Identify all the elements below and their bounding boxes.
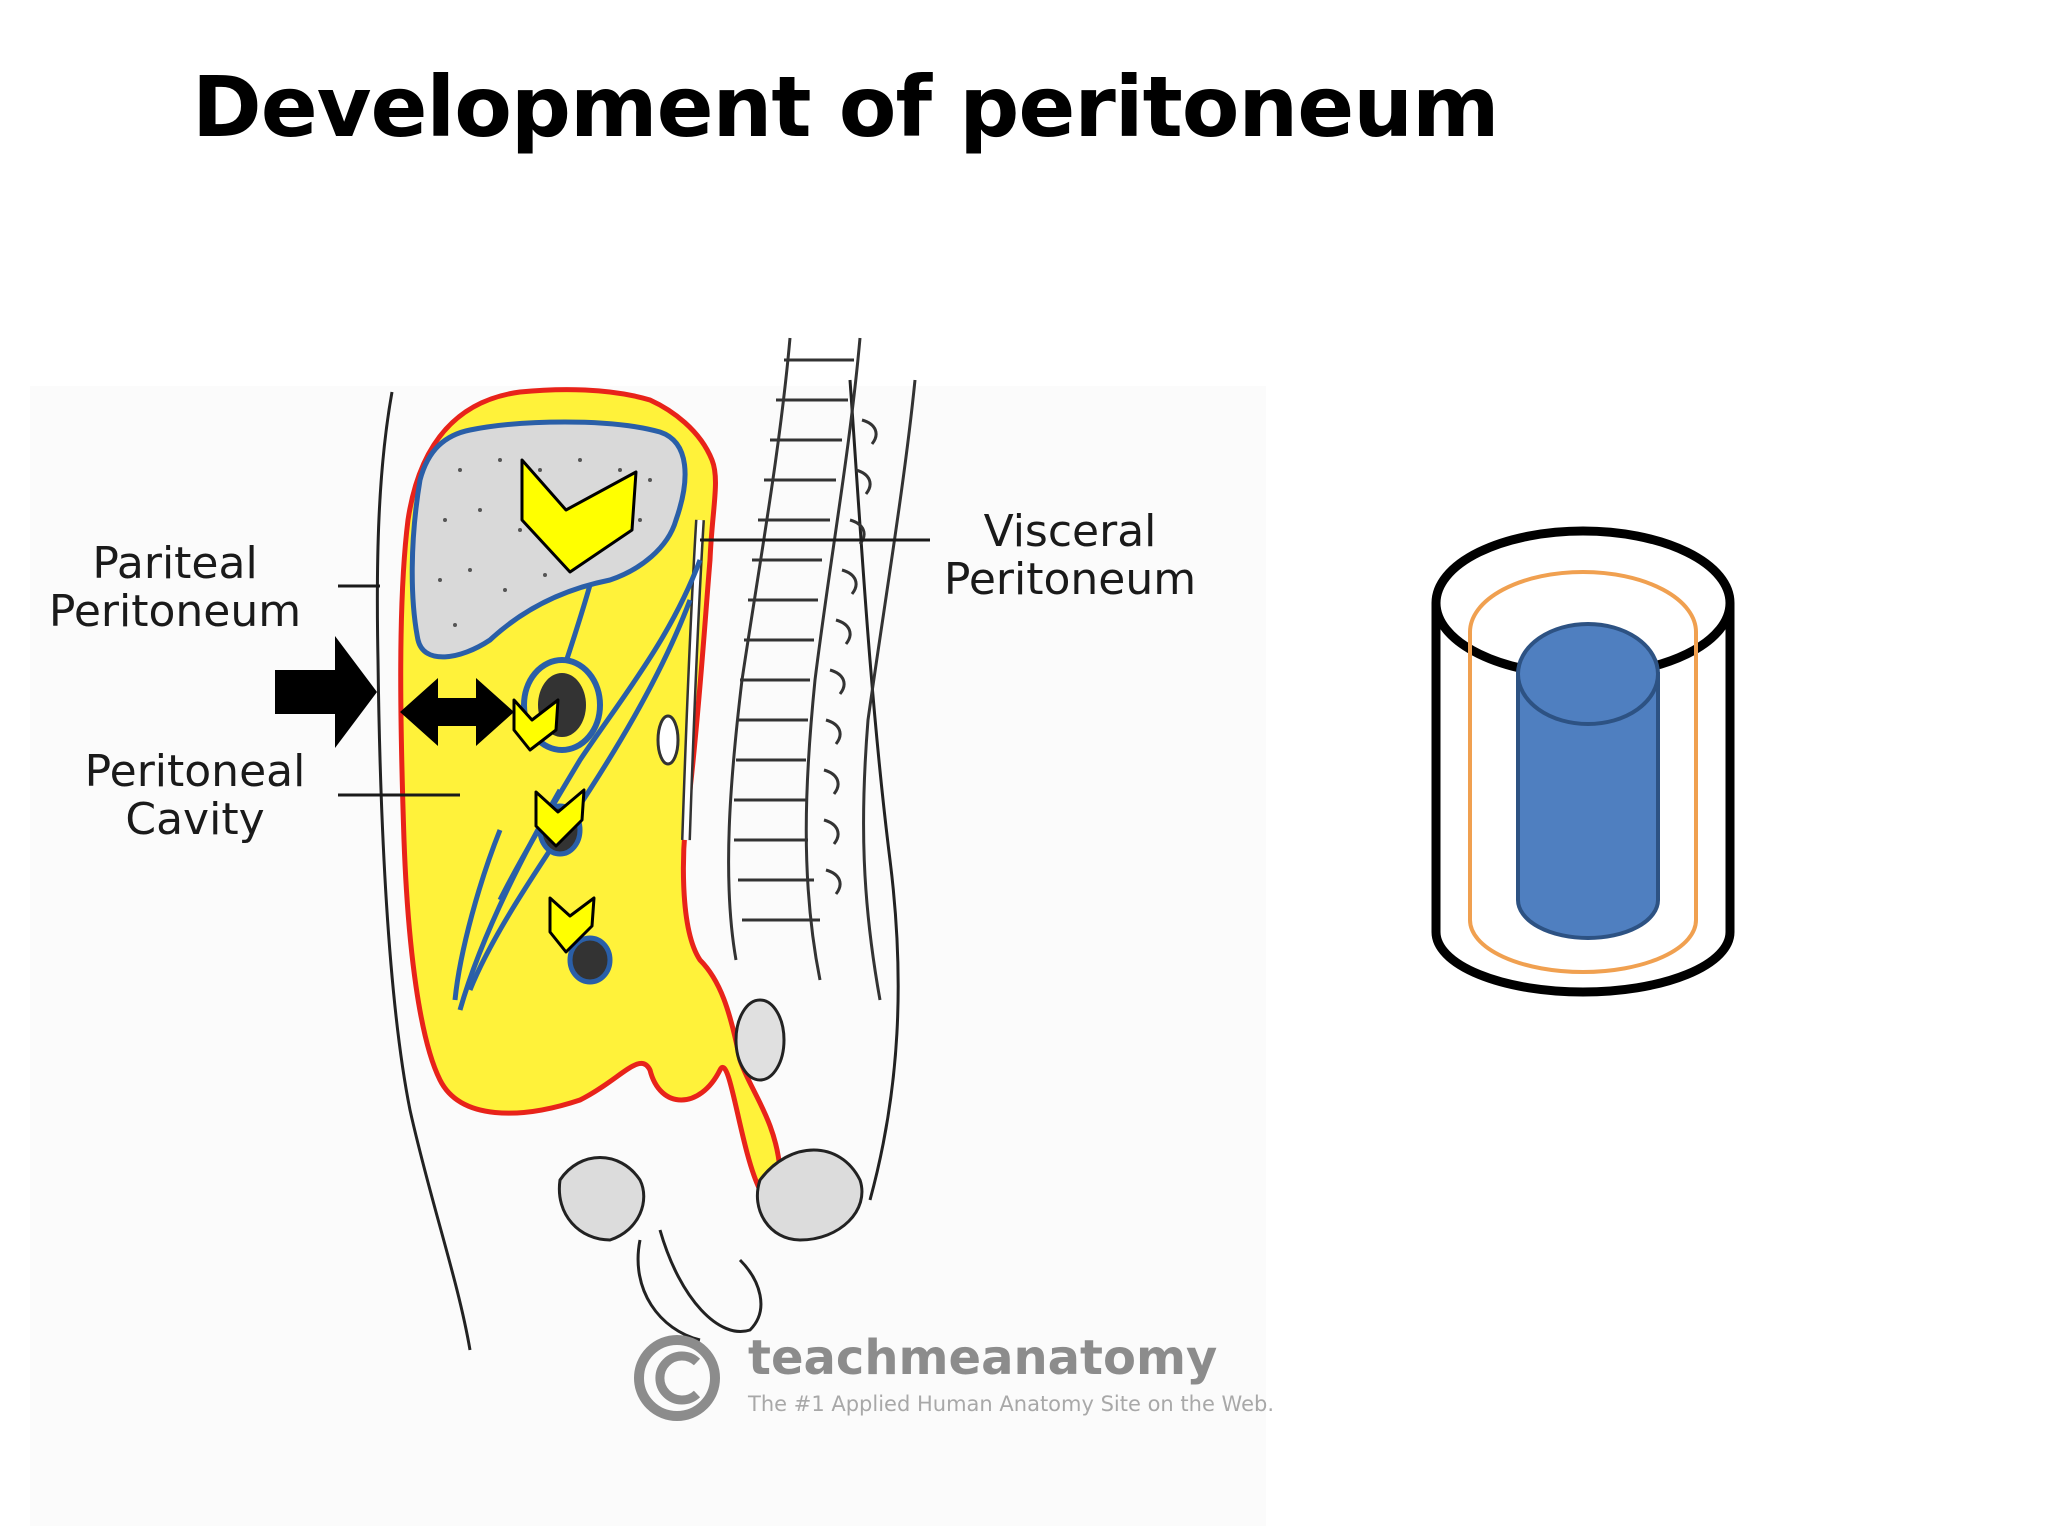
parietal-peritoneum-label: Pariteal Peritoneum	[40, 540, 310, 636]
parietal-label-line-2: Peritoneum	[48, 586, 302, 637]
cavity-label-line-2: Cavity	[125, 794, 265, 845]
cylinder-middle-top	[1468, 570, 1698, 633]
watermark-brand: teachmeanatomy	[748, 1330, 1218, 1386]
double-headed-arrow-icon	[400, 678, 514, 746]
vertebral-column	[727, 337, 917, 1001]
intestine-loop-2	[567, 935, 613, 985]
kidney	[656, 714, 680, 766]
right-arrow-icon	[275, 636, 377, 748]
slide-title: Development of peritoneum	[192, 58, 1500, 156]
visceral-peritoneum-label: Visceral Peritoneum	[930, 508, 1210, 604]
anterior-body-wall	[375, 391, 472, 1351]
pelvic-organs	[557, 998, 864, 1342]
parietal-label-line-1: Pariteal	[92, 538, 258, 589]
cylinder-middle-wall	[1468, 632, 1698, 974]
cylinder-inner-body	[1516, 672, 1660, 940]
cavity-label-line-1: Peritoneal	[84, 746, 306, 797]
visceral-label-line-1: Visceral	[983, 506, 1157, 557]
leader-lines	[338, 538, 930, 797]
peritoneal-cavity-label: Peritoneal Cavity	[70, 748, 320, 844]
cylinder-model	[1431, 526, 1735, 997]
watermark-tagline: The #1 Applied Human Anatomy Site on the…	[748, 1392, 1275, 1416]
posterior-body-line	[848, 379, 900, 1201]
aorta-strip-inner	[683, 519, 703, 841]
copyright-icon	[634, 1335, 720, 1421]
cylinder-inner-top	[1516, 622, 1660, 726]
visceral-label-line-2: Peritoneum	[943, 554, 1197, 605]
down-chevron-icon	[512, 458, 638, 954]
